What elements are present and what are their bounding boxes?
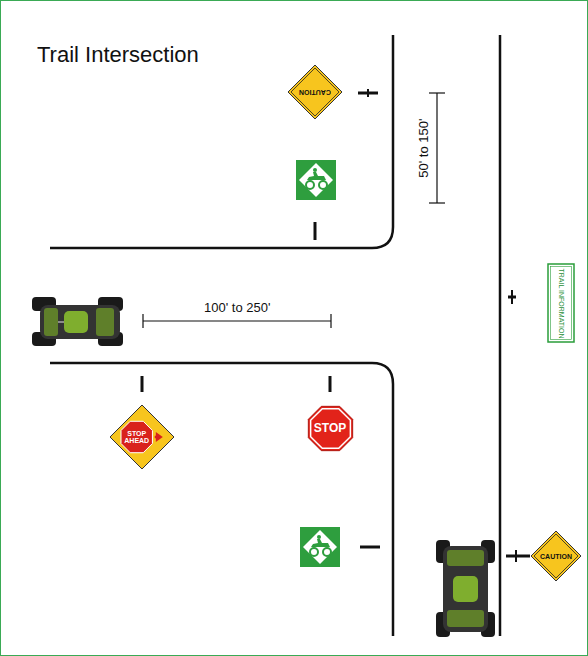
sign-text: STOP AHEAD [124, 430, 150, 444]
sign-posts [142, 89, 530, 562]
dimension-line [143, 314, 331, 328]
sign-face: CAUTION [530, 530, 582, 582]
caution-diamond [288, 65, 342, 119]
sign-face: STOP [306, 404, 355, 453]
trail-edge [50, 363, 393, 636]
arrow-head [156, 432, 163, 442]
sign-face: CAUTION [287, 64, 343, 120]
caution-diamond [110, 405, 174, 469]
trail-edge [499, 35, 502, 636]
diagram-title: Trail Intersection [37, 42, 199, 68]
stop-octagon [121, 421, 152, 452]
atv-vehicle [32, 297, 123, 346]
atv-sign [300, 527, 340, 567]
sign-text: CAUTION [540, 553, 572, 560]
stop-octagon [308, 406, 352, 450]
info-board [548, 264, 574, 342]
stop-octagon-rim [310, 408, 350, 448]
sign-face: TRAIL INFORMATION [547, 263, 575, 343]
atv-sign [296, 160, 336, 200]
caution-diamond-inner [534, 534, 578, 578]
dimension-label: 100' to 250' [202, 301, 272, 315]
sign-text: CAUTION [299, 89, 331, 96]
sign-text: TRAIL INFORMATION [558, 268, 565, 338]
trail-info-sign: TRAIL INFORMATION [547, 263, 575, 343]
stop-ahead-sign: STOP AHEAD [109, 404, 175, 470]
caution-sign: CAUTION [530, 530, 582, 582]
caution-sign: CAUTION [287, 64, 343, 120]
caution-diamond-inner [291, 68, 339, 116]
info-board-inner [551, 267, 572, 340]
atv-vehicle [436, 540, 495, 637]
dimension-label: 50' to 150' [417, 117, 431, 180]
sign-text: STOP [314, 422, 346, 434]
stop-sign: STOP [306, 404, 355, 453]
sign-face: STOP AHEAD [120, 420, 154, 454]
caution-diamond [531, 531, 581, 581]
